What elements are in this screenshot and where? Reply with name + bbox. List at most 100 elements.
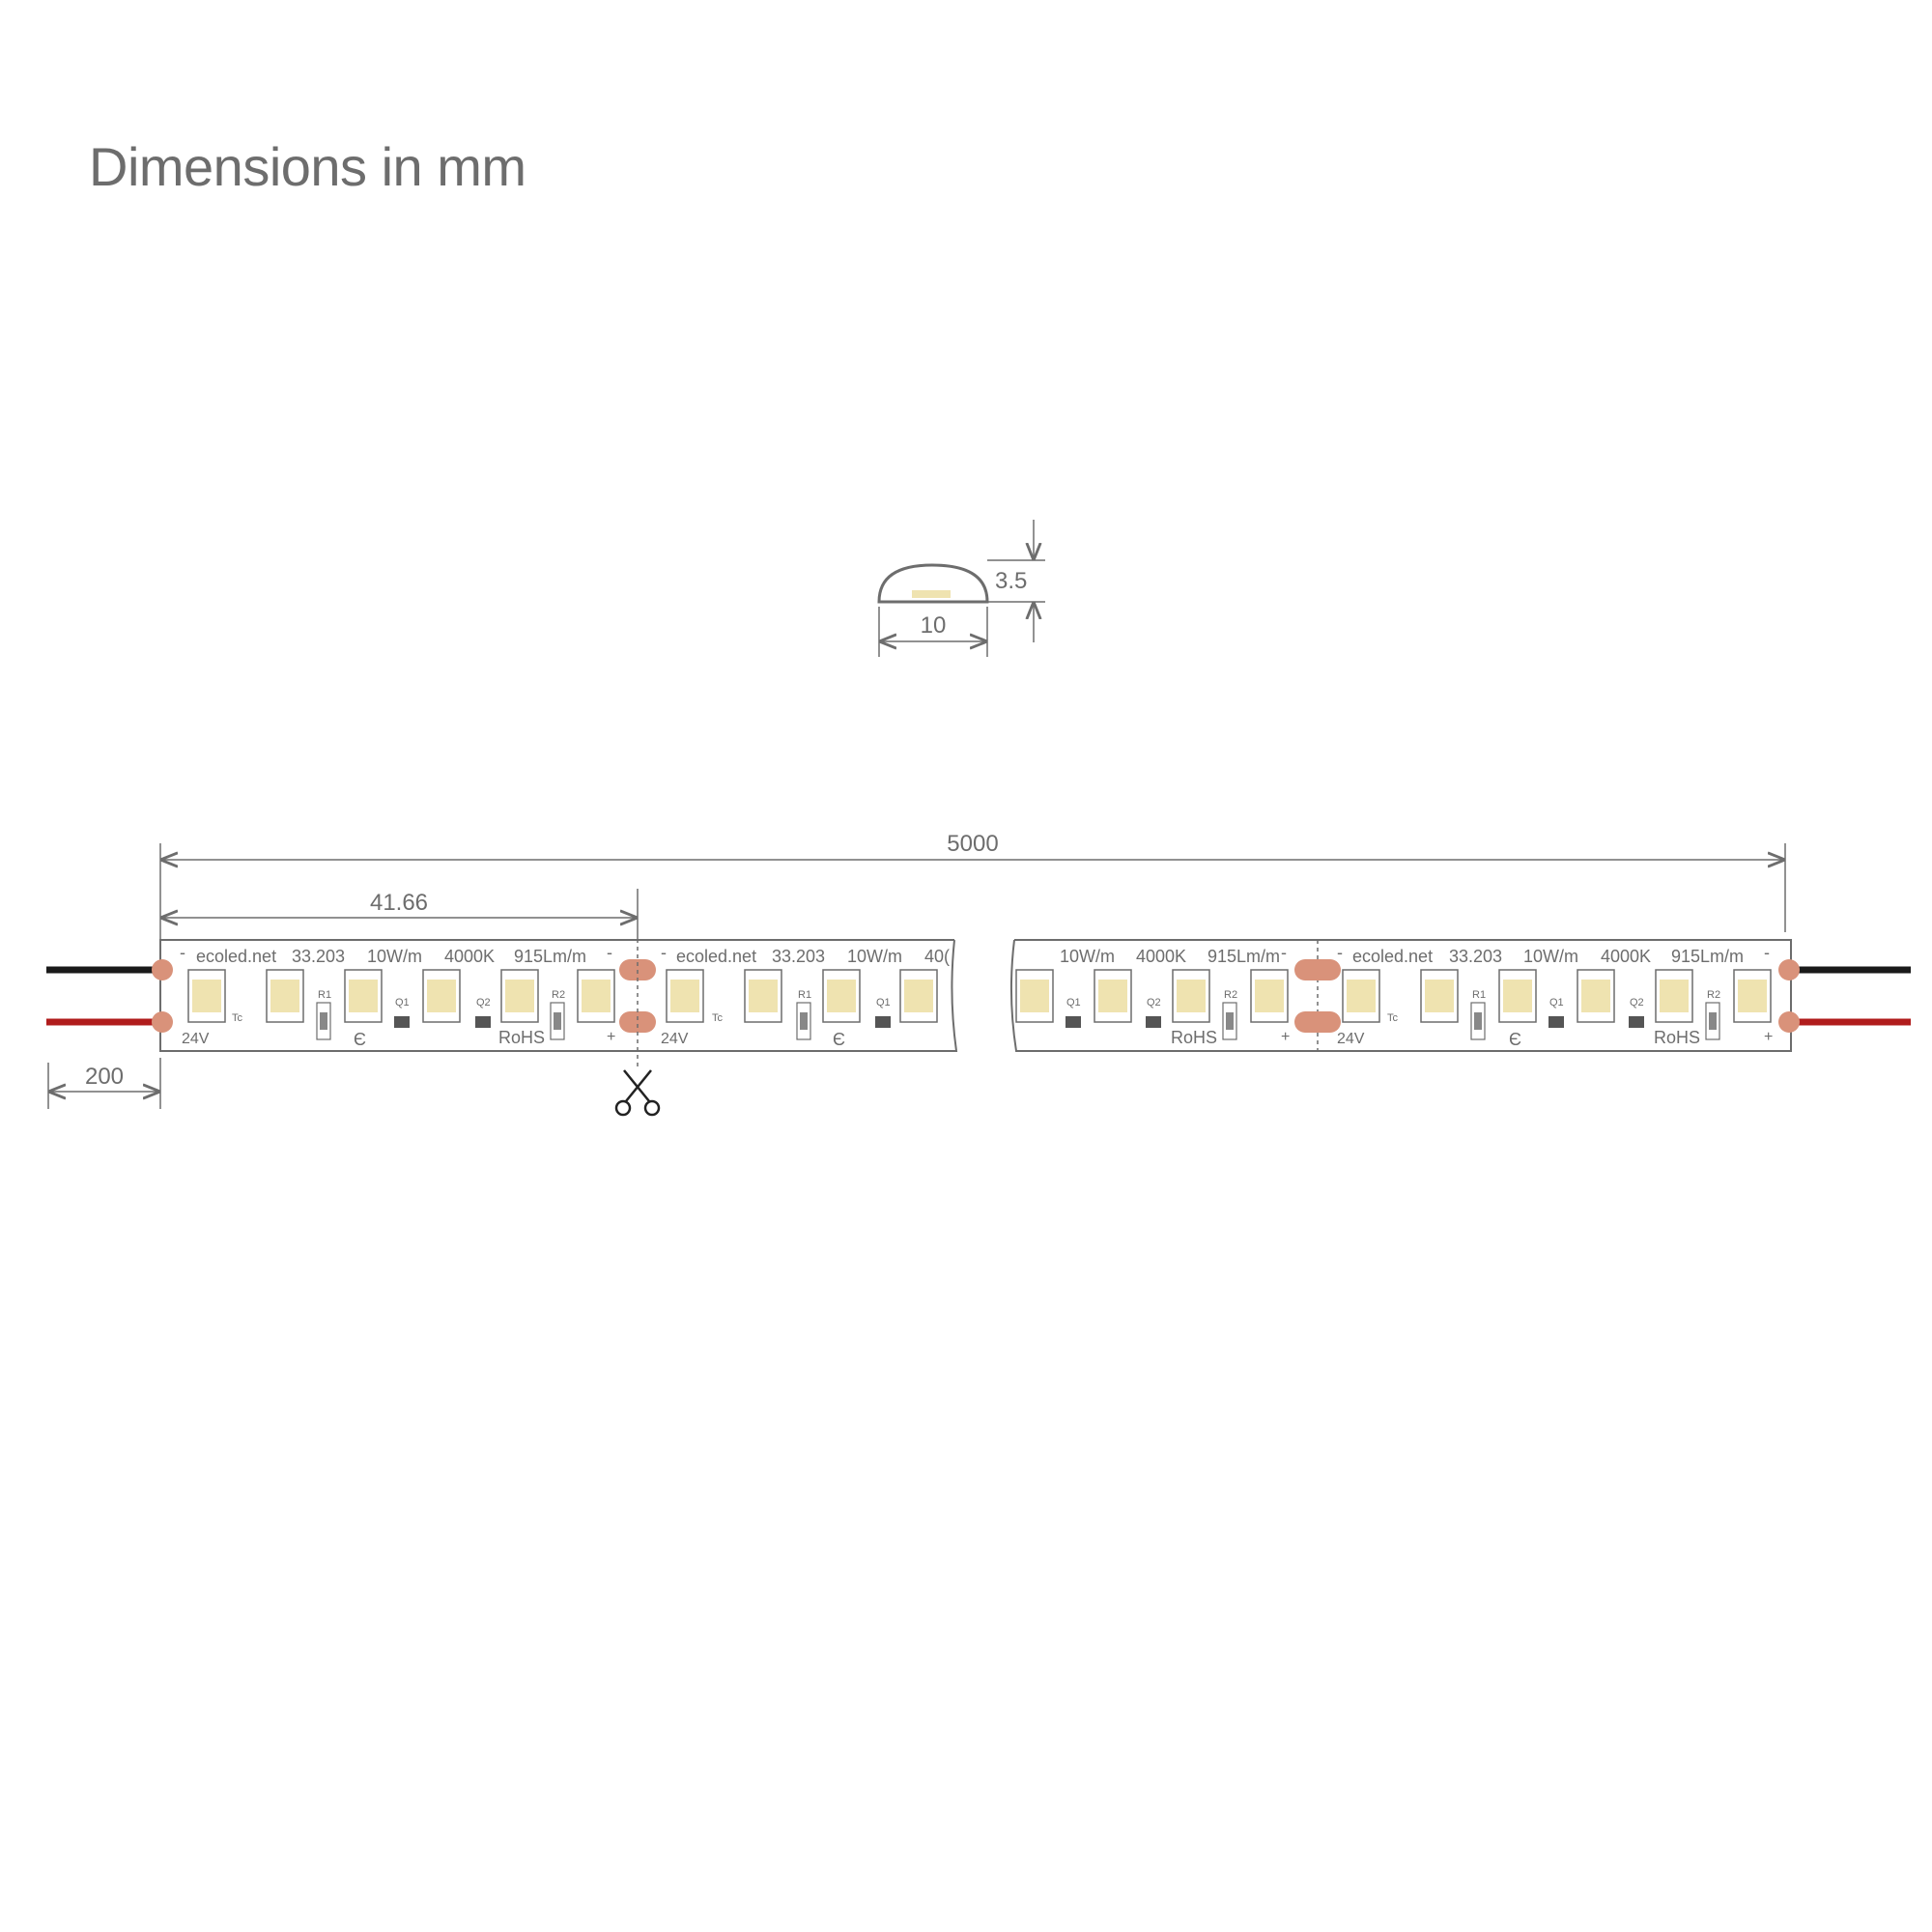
solder-pads-right (1294, 959, 1800, 1033)
total-length-dimension: 5000 (947, 831, 998, 857)
resistor-body (554, 1012, 561, 1030)
cross-section-led (912, 590, 951, 598)
label-minus: - (607, 943, 612, 962)
led-emitter (505, 980, 534, 1012)
led-emitter (270, 980, 299, 1012)
led-emitter (192, 980, 221, 1012)
components-right (1065, 1002, 1720, 1040)
ce-mark-icon: Є (833, 1030, 845, 1049)
label-power: 10W/m (367, 947, 422, 966)
led-emitter (1425, 980, 1454, 1012)
label-r2: R2 (1707, 989, 1720, 1001)
led-emitter (1255, 980, 1284, 1012)
led-emitter (1581, 980, 1610, 1012)
label-tc: Tc (1387, 1012, 1399, 1024)
transistor-q1 (875, 1016, 891, 1028)
led-emitter (1177, 980, 1206, 1012)
led-emitter (582, 980, 611, 1012)
resistor-body (1226, 1012, 1234, 1030)
label-r2: R2 (552, 989, 565, 1001)
resistor-body (1709, 1012, 1717, 1030)
label-q1: Q1 (876, 997, 891, 1009)
led-emitter (349, 980, 378, 1012)
label-flux-partial: 40( (924, 947, 950, 966)
label-r1: R1 (318, 989, 331, 1001)
label-cct: 4000K (1136, 947, 1186, 966)
label-rohs: RoHS (1654, 1028, 1700, 1047)
label-minus: - (661, 943, 667, 962)
solder-pad-negative (1294, 959, 1341, 980)
label-model: 33.203 (1449, 947, 1502, 966)
label-minus: - (180, 943, 185, 962)
scissors-icon (614, 1069, 661, 1117)
solder-pad-positive (1294, 1011, 1341, 1033)
width-dimension: 10 (921, 612, 947, 639)
cross-section: 3.5 10 (877, 520, 1045, 657)
ce-mark-icon: Є (1509, 1030, 1521, 1049)
solder-pad-negative (1778, 959, 1800, 980)
cut-interval-dimension: 41.66 (370, 890, 428, 916)
cross-section-profile (877, 563, 989, 604)
ce-mark-icon: Є (354, 1030, 366, 1049)
components-left (316, 1002, 891, 1040)
label-tc: Tc (232, 1012, 243, 1024)
led-row-left (187, 969, 938, 1023)
cut-line (614, 939, 661, 1117)
label-model: 33.203 (292, 947, 345, 966)
solder-pad-positive (1778, 1011, 1800, 1033)
label-q1: Q1 (1549, 997, 1564, 1009)
label-website: ecoled.net (676, 947, 756, 966)
led-emitter (1660, 980, 1689, 1012)
label-minus: - (1337, 943, 1343, 962)
label-website: ecoled.net (1352, 947, 1433, 966)
label-model: 33.203 (772, 947, 825, 966)
page-title: Dimensions in mm (89, 136, 526, 197)
length-dimensions: 5000 41.66 200 (47, 831, 1786, 1109)
led-emitter (670, 980, 699, 1012)
transistor-q1 (394, 1016, 410, 1028)
label-tc: Tc (712, 1012, 724, 1024)
label-voltage: 24V (661, 1031, 689, 1047)
led-emitter (749, 980, 778, 1012)
strip-outline-right (1009, 939, 1792, 1052)
led-emitter (427, 980, 456, 1012)
label-r2: R2 (1224, 989, 1237, 1001)
transistor-q1 (1065, 1016, 1081, 1028)
label-voltage: 24V (182, 1031, 210, 1047)
label-q1: Q1 (395, 997, 410, 1009)
transistor-q2 (475, 1016, 491, 1028)
strip-segment-right: 10W/m 4000K 915Lm/m - - ecoled.net 33.20… (1009, 939, 1800, 1052)
label-flux: 915Lm/m (514, 947, 586, 966)
label-q2: Q2 (1630, 997, 1644, 1009)
resistor-body (800, 1012, 808, 1030)
transistor-q2 (1629, 1016, 1644, 1028)
label-power: 10W/m (1060, 947, 1115, 966)
label-power: 10W/m (847, 947, 902, 966)
label-q1: Q1 (1066, 997, 1081, 1009)
cable-length-dimension: 200 (85, 1064, 124, 1090)
solder-pad-positive (152, 1011, 173, 1033)
label-q2: Q2 (1147, 997, 1161, 1009)
resistor-body (1474, 1012, 1482, 1030)
strip-labels-right: 10W/m 4000K 915Lm/m - - ecoled.net 33.20… (1060, 943, 1773, 1049)
label-minus: - (1281, 943, 1287, 962)
led-emitter (1020, 980, 1049, 1012)
label-flux: 915Lm/m (1671, 947, 1744, 966)
label-rohs: RoHS (498, 1028, 545, 1047)
label-plus: + (607, 1029, 615, 1045)
label-flux: 915Lm/m (1208, 947, 1280, 966)
label-power: 10W/m (1523, 947, 1578, 966)
wires (46, 966, 1911, 1026)
solder-pad-negative (152, 959, 173, 980)
transistor-q1 (1548, 1016, 1564, 1028)
label-website: ecoled.net (196, 947, 276, 966)
solder-pad-positive (619, 1011, 656, 1033)
label-rohs: RoHS (1171, 1028, 1217, 1047)
transistor-q2 (1146, 1016, 1161, 1028)
strip-labels-left: - ecoled.net 33.203 10W/m 4000K 915Lm/m … (180, 943, 950, 1049)
label-q2: Q2 (476, 997, 491, 1009)
height-dimension: 3.5 (995, 568, 1027, 594)
led-emitter (827, 980, 856, 1012)
led-emitter (1738, 980, 1767, 1012)
